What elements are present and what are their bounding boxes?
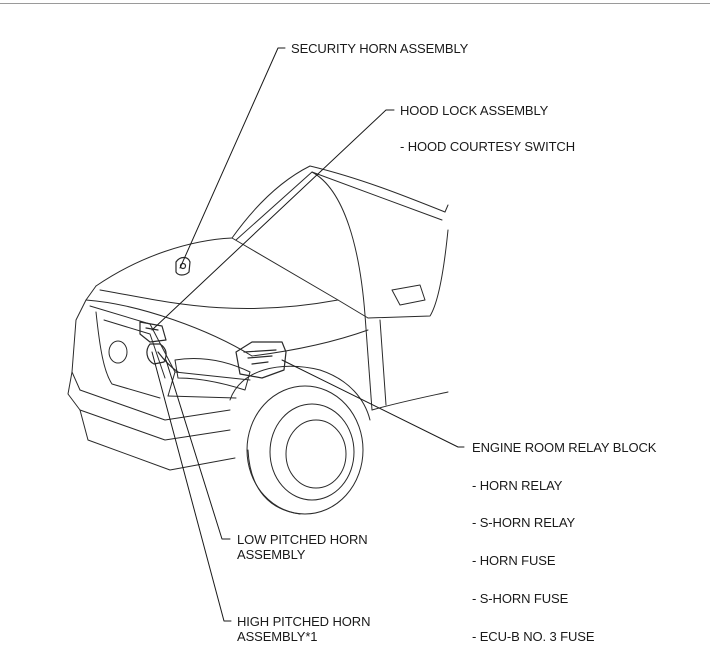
leader-lines <box>151 47 465 622</box>
front-wheel <box>246 385 364 515</box>
low-pitched-horn-label: LOW PITCHED HORN ASSEMBLY <box>237 532 368 562</box>
hood <box>85 237 339 357</box>
security-horn-label: SECURITY HORN ASSEMBLY <box>291 41 469 56</box>
s-horn-relay-label: - S-HORN RELAY <box>472 515 576 530</box>
engine-room-relay-block-label: ENGINE ROOM RELAY BLOCK <box>472 440 657 455</box>
side-body <box>364 229 449 411</box>
relay-block-part <box>235 341 287 379</box>
front-fender <box>229 329 371 421</box>
hood-courtesy-switch-label: - HOOD COURTESY SWITCH <box>400 139 575 154</box>
windshield <box>231 165 449 319</box>
horn-fuse-label: - HORN FUSE <box>472 553 556 568</box>
horn-relay-label: - HORN RELAY <box>472 478 563 493</box>
hood-lock-part <box>139 321 179 373</box>
s-horn-fuse-label: - S-HORN FUSE <box>472 591 569 606</box>
hood-lock-label: HOOD LOCK ASSEMBLY <box>400 103 549 118</box>
high-pitched-horn-label: HIGH PITCHED HORN ASSEMBLY*1 <box>237 614 371 644</box>
top-divider <box>0 3 710 4</box>
headlight <box>174 358 251 391</box>
ecu-b-fuse-label: - ECU-B NO. 3 FUSE <box>472 629 595 644</box>
